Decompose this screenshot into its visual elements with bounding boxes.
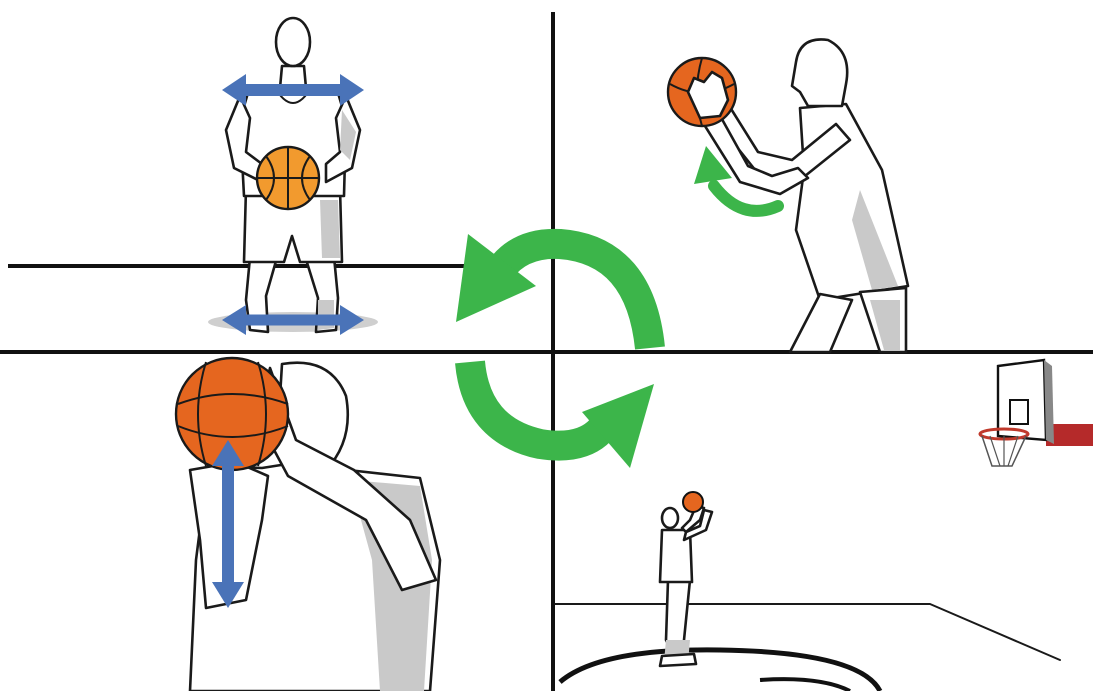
basketball-hoop-icon bbox=[980, 360, 1093, 466]
head bbox=[276, 18, 310, 66]
player-leg bbox=[790, 294, 852, 352]
cycle-arrow-bottom-curved-arrow-icon bbox=[470, 362, 654, 468]
basketball bbox=[257, 147, 319, 209]
free-throw-lane-line bbox=[555, 604, 1060, 660]
panel-bottom-left bbox=[176, 358, 440, 691]
small-shooter-player bbox=[660, 492, 712, 666]
panel-top-right bbox=[668, 39, 908, 352]
panel-dividers bbox=[0, 12, 1093, 691]
panel-top-left bbox=[208, 18, 378, 335]
player-head bbox=[792, 39, 847, 106]
